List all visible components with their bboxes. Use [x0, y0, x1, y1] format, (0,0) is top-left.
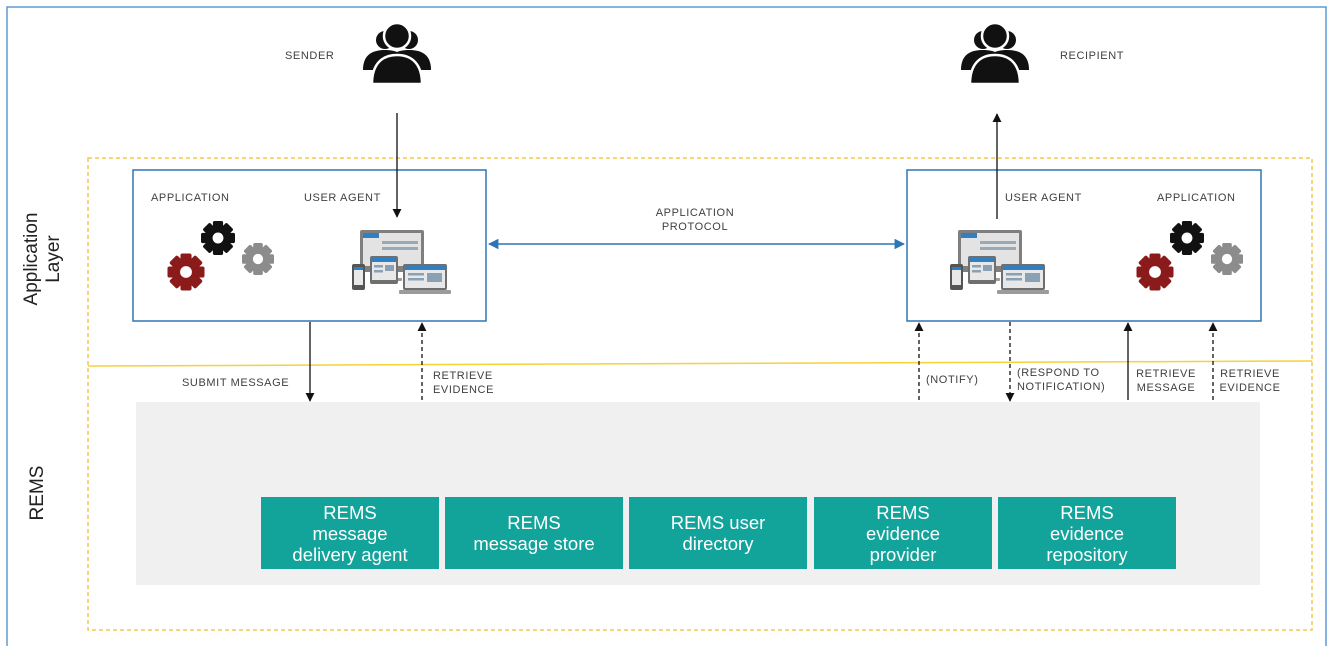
gear-red-icon — [167, 253, 205, 291]
rems-layer-label: REMS — [27, 465, 48, 521]
retrieve-evidence-left-label: RETRIEVE EVIDENCE — [433, 370, 495, 396]
gear-gray-icon — [242, 243, 274, 275]
recipient-application-label: APPLICATION — [1157, 192, 1236, 204]
outer-frame — [6, 6, 1327, 646]
rems-evidence-provider: REMS evidence provider — [814, 497, 992, 569]
layer-separator — [87, 360, 1313, 367]
respond-to-notification-label: (RESPOND TO NOTIFICATION) — [1017, 367, 1106, 393]
sender-application-label: APPLICATION — [151, 192, 230, 204]
recipient-application-box — [906, 169, 1262, 322]
rems-evidence-repository: REMS evidence repository — [998, 497, 1176, 569]
application-protocol-label: APPLICATION PROTOCOL — [655, 207, 735, 233]
sender-application-box — [132, 169, 487, 322]
gear-gray-icon — [1211, 243, 1243, 275]
gear-black-icon — [1170, 221, 1204, 255]
sender-person-group-icon — [361, 21, 433, 86]
retrieve-message-label: RETRIEVE MESSAGE — [1136, 368, 1196, 394]
gear-red-icon — [1136, 253, 1174, 291]
gear-black-icon — [201, 221, 235, 255]
rems-message-delivery-agent: REMS message delivery agent — [261, 497, 439, 569]
layers-container — [87, 157, 1313, 631]
recipient-person-group-icon — [959, 21, 1031, 86]
recipient-user-agent-label: USER AGENT — [1005, 192, 1082, 204]
sender-user-agent-label: USER AGENT — [304, 192, 381, 204]
sender-label: SENDER — [285, 50, 335, 62]
submit-message-label: SUBMIT MESSAGE — [182, 377, 290, 389]
retrieve-evidence-right-label: RETRIEVE EVIDENCE — [1219, 368, 1281, 394]
rems-user-directory: REMS user directory — [629, 497, 807, 569]
rems-message-store: REMS message store — [445, 497, 623, 569]
recipient-label: RECIPIENT — [1060, 50, 1125, 62]
application-layer-label: Application Layer — [21, 212, 64, 306]
notify-label: (NOTIFY) — [926, 374, 979, 386]
